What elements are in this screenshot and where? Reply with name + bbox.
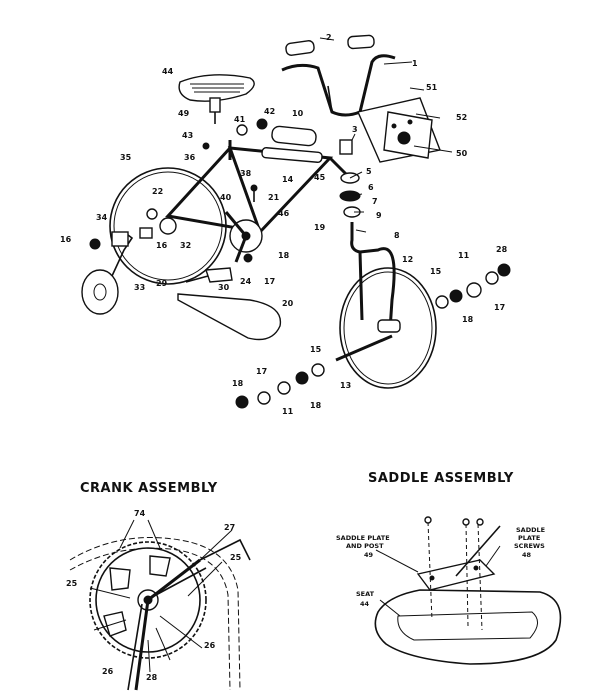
crank-callout-25b: 25: [66, 579, 78, 588]
callout-8: 8: [394, 231, 400, 240]
callout-7: 7: [372, 197, 378, 206]
fork: [350, 222, 396, 331]
callout-11a: 11: [458, 251, 470, 260]
training-wheel: [81, 231, 134, 315]
callout-52: 52: [456, 113, 467, 122]
callout-3: 3: [352, 125, 358, 134]
callout-labels: 1 2 3 5 6 7 9 8 10 12 13 14 15 15 11 11 …: [60, 33, 508, 416]
callout-32: 32: [180, 241, 191, 250]
callout-34: 34: [96, 213, 108, 222]
saddle-label-48: 48: [522, 551, 532, 559]
saddle-seat: [374, 589, 562, 665]
callout-36: 36: [184, 153, 196, 162]
callout-45: 45: [314, 173, 326, 182]
frame-pad: [271, 125, 317, 147]
saddle-label-screws-1: SADDLE: [516, 526, 545, 534]
bicycle-exploded-view: 1 2 3 5 6 7 9 8 10 12 13 14 15 15 11 11 …: [60, 33, 511, 416]
frame: [165, 140, 354, 235]
callout-11b: 11: [282, 407, 294, 416]
saddle-label-49: 49: [364, 551, 374, 559]
callout-42: 42: [264, 107, 275, 116]
crank-callout-26b: 26: [204, 641, 216, 650]
callout-24: 24: [240, 277, 252, 286]
callout-43: 43: [182, 131, 193, 140]
callout-38: 38: [240, 169, 252, 178]
front-wheel: [339, 267, 437, 389]
callout-17a: 17: [494, 303, 505, 312]
saddle-label-seat: SEAT: [356, 590, 375, 598]
callout-50: 50: [456, 149, 468, 158]
saddle-assembly-title: SADDLE ASSEMBLY: [368, 471, 514, 486]
callout-51: 51: [426, 83, 438, 92]
callout-17c: 17: [256, 367, 267, 376]
callout-13: 13: [340, 381, 351, 390]
saddle-label-plate-post-2: AND POST: [346, 542, 384, 550]
callout-12: 12: [402, 255, 413, 264]
callout-1: 1: [412, 59, 418, 68]
callout-22: 22: [152, 187, 163, 196]
saddle-label-screws-3: SCREWS: [514, 542, 545, 550]
chain-guard: [177, 293, 282, 341]
callout-21: 21: [268, 193, 280, 202]
callout-28: 28: [496, 245, 508, 254]
callout-49: 49: [178, 109, 190, 118]
seat: [178, 74, 255, 124]
callout-18a: 18: [462, 315, 474, 324]
callout-33: 33: [134, 283, 145, 292]
callout-41: 41: [234, 115, 246, 124]
callout-6: 6: [368, 183, 374, 192]
rear-wheel: [109, 167, 227, 285]
saddle-assembly: SADDLE ASSEMBLY SADDLE PLATE AND POST 49…: [336, 471, 562, 665]
callout-29: 29: [156, 279, 168, 288]
front-axle: [335, 334, 393, 362]
saddle-label-44: 44: [360, 600, 370, 608]
callout-17b: 17: [264, 277, 275, 286]
callout-5: 5: [366, 167, 372, 176]
callout-10: 10: [292, 109, 304, 118]
handlebar-grips: [285, 34, 375, 56]
saddle-label-plate-post-1: SADDLE PLATE: [336, 534, 390, 542]
crank-arm: [134, 558, 201, 691]
callout-18b: 18: [232, 379, 244, 388]
callout-15b: 15: [310, 345, 322, 354]
chainwheel: [224, 211, 263, 263]
callout-20: 20: [282, 299, 294, 308]
headset: [339, 139, 361, 218]
callout-30: 30: [218, 283, 230, 292]
callout-9: 9: [376, 211, 382, 220]
callout-18d: 18: [278, 251, 290, 260]
crank-callout-25a: 25: [230, 553, 242, 562]
number-plate: [357, 97, 441, 163]
callout-35: 35: [120, 153, 132, 162]
callout-18c: 18: [310, 401, 322, 410]
callout-46: 46: [278, 209, 290, 218]
callout-19: 19: [314, 223, 326, 232]
hardware-parts: [89, 118, 511, 409]
callout-44: 44: [162, 67, 174, 76]
saddle-label-screws-2: PLATE: [518, 534, 540, 542]
callout-16b: 16: [156, 241, 168, 250]
handlebar: [281, 54, 396, 117]
pedal: [205, 267, 233, 283]
saddle-post: [455, 525, 501, 577]
callout-2: 2: [326, 33, 332, 42]
callout-15a: 15: [430, 267, 442, 276]
callout-40: 40: [220, 193, 232, 202]
crank-callout-26a: 26: [102, 667, 114, 676]
crank-callout-74: 74: [134, 509, 146, 518]
crank-assembly-title: CRANK ASSEMBLY: [80, 481, 218, 496]
crank-assembly: CRANK ASSEMBLY 74 27 25 25 26 26 28: [66, 481, 251, 691]
callout-14: 14: [282, 175, 294, 184]
leader-lines: [319, 37, 453, 233]
callout-16a: 16: [60, 235, 72, 244]
crank-callout-28: 28: [146, 673, 158, 682]
crank-callout-27: 27: [224, 523, 235, 532]
saddle-plate-screws: [424, 516, 484, 631]
